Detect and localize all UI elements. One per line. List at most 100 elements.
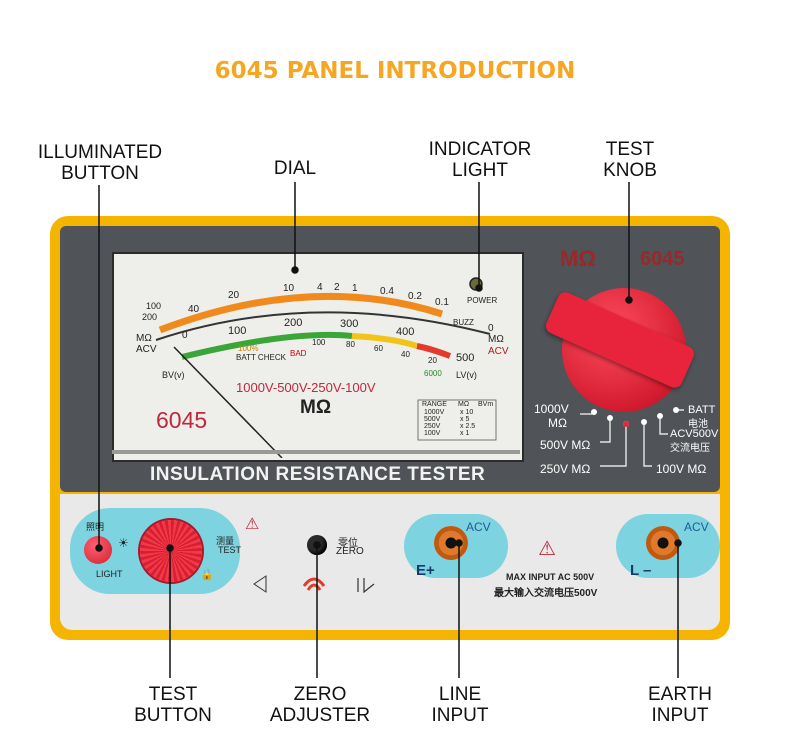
range-1000v-unit: MΩ [548, 416, 567, 430]
range-100v: 100V MΩ [656, 462, 707, 476]
sun-icon: ☀ [118, 536, 129, 550]
batt-scale-green [181, 331, 353, 360]
table-header-bvm: BVm [478, 401, 494, 408]
callout-zero-line2: ADJUSTER [269, 705, 371, 726]
earth-acv-label: ACV [684, 520, 709, 534]
callout-earth-input: EARTH INPUT [630, 684, 730, 726]
top-scale-0.1: 0.1 [435, 297, 449, 308]
max-input-label: MAX INPUT AC 500V [506, 572, 595, 582]
callout-line-line2: INPUT [431, 705, 489, 726]
warning-icon-left: ⚠ [245, 516, 260, 533]
test-label: TEST [218, 545, 242, 555]
low-scale-20: 20 [428, 356, 437, 365]
ranges-line: 1000V-500V-250V-100V [236, 380, 376, 395]
callout-earth-line1: EARTH [647, 684, 713, 705]
top-scale-20: 20 [228, 290, 240, 301]
dial-scale [112, 277, 520, 458]
top-scale-2: 2 [334, 282, 340, 293]
callout-test-knob-line1: TEST [605, 139, 655, 160]
range-batt-cn: 电池 [688, 419, 708, 430]
callout-illuminated-line2: BUTTON [61, 163, 139, 184]
table-row-500-mult: x 5 [460, 416, 470, 423]
mid-scale-300: 300 [340, 318, 359, 330]
callout-test-button-line1: TEST [148, 684, 198, 705]
callout-line-line1: LINE [438, 684, 482, 705]
resistance-scale-arc [158, 292, 444, 334]
test-button[interactable] [140, 520, 202, 582]
callout-earth-line2: INPUT [651, 705, 709, 726]
low-scale-100: 100 [312, 338, 326, 347]
zero-cn-label: 零位 [338, 538, 358, 549]
meter-model: 6045 [156, 407, 208, 433]
range-batt: BATT [688, 404, 716, 416]
table-row-100: 100V [424, 430, 441, 437]
mid-scale-0-left: 0 [182, 330, 188, 341]
top-scale-0.4: 0.4 [380, 286, 394, 297]
range-500v: 500V MΩ [540, 438, 591, 452]
zero-label: ZERO [336, 546, 364, 557]
dial-meter [112, 252, 524, 462]
callout-indicator-light: INDICATOR LIGHT [415, 139, 545, 181]
mid-scale-0-right: 0 [488, 323, 494, 334]
table-row-1000: 1000V [424, 409, 445, 416]
mid-scale-100: 100 [228, 325, 247, 337]
batt-check-label: BATT CHECK [236, 353, 286, 362]
zero-adjuster[interactable] [307, 535, 327, 555]
max-input-cn-label: 最大输入交流电压500V [494, 588, 598, 599]
batt-mark-6000: 6000 [424, 369, 442, 378]
low-scale-80: 80 [346, 340, 355, 349]
callout-line-input: LINE INPUT [410, 684, 510, 726]
lock-icon: 🔒 [200, 569, 214, 581]
callout-test-knob-line2: KNOB [603, 160, 657, 181]
callout-zero-adjuster: ZERO ADJUSTER [262, 684, 378, 726]
callout-test-button: TEST BUTTON [118, 684, 228, 726]
callout-indicator-line1: INDICATOR [428, 139, 532, 160]
table-row-1000-mult: x 10 [460, 409, 474, 416]
top-scale-1: 1 [352, 283, 358, 294]
batt-scale-yellow [351, 333, 418, 349]
range-acv500-cn: 交流电压 [670, 443, 710, 454]
l-minus-label: L – [630, 562, 652, 579]
top-scale-100: 100 [146, 301, 162, 311]
range-table [417, 399, 497, 441]
buzz-label: BUZZ [453, 318, 474, 327]
top-scale-200: 200 [142, 312, 158, 322]
top-scale-0.2: 0.2 [408, 291, 422, 302]
callout-illuminated-line1: ILLUMINATED [37, 142, 163, 163]
mohm-left: MΩ [136, 333, 152, 344]
callout-dial: DIAL [273, 158, 317, 179]
indicator-light [469, 277, 483, 291]
callout-test-knob: TEST KNOB [590, 139, 670, 181]
bad-label: BAD [290, 349, 307, 358]
warning-symbols [253, 575, 375, 594]
voltage-scale-arc [155, 311, 491, 341]
unit-symbol: MΩ [300, 397, 332, 418]
callout-illuminated-button: ILLUMINATED BUTTON [30, 142, 170, 184]
table-header-mohm: MΩ [458, 401, 470, 408]
range-250v: 250V MΩ [540, 462, 591, 476]
callout-test-button-line2: BUTTON [134, 705, 212, 726]
table-row-250-mult: x 2.5 [460, 423, 476, 430]
batt-scale-red [416, 343, 452, 359]
mid-scale-200: 200 [284, 317, 303, 329]
acv-left: ACV [136, 344, 157, 355]
illuminated-button[interactable] [84, 536, 112, 564]
mid-scale-500: 500 [456, 352, 475, 364]
callout-zero-line1: ZERO [293, 684, 347, 705]
mohm-right: MΩ [488, 334, 504, 345]
top-scale-40: 40 [188, 304, 200, 315]
earth-input-jack[interactable] [646, 526, 680, 560]
line-input-jack[interactable] [434, 526, 468, 560]
table-row-250: 250V [424, 423, 441, 430]
mid-scale-400: 400 [396, 326, 415, 338]
lv-label: LV(v) [456, 370, 477, 380]
low-scale-60: 60 [374, 344, 383, 353]
bv-label: BV(v) [162, 370, 185, 380]
top-scale-4: 4 [317, 282, 323, 293]
light-cn-label: 照明 [86, 522, 105, 532]
test-cn-label: 测量 [216, 536, 235, 546]
callout-indicator-line2: LIGHT [452, 160, 508, 181]
brand-symbol: MΩ [560, 246, 596, 271]
batt-mark-100: 100% [238, 344, 259, 353]
top-scale-10: 10 [283, 283, 295, 294]
